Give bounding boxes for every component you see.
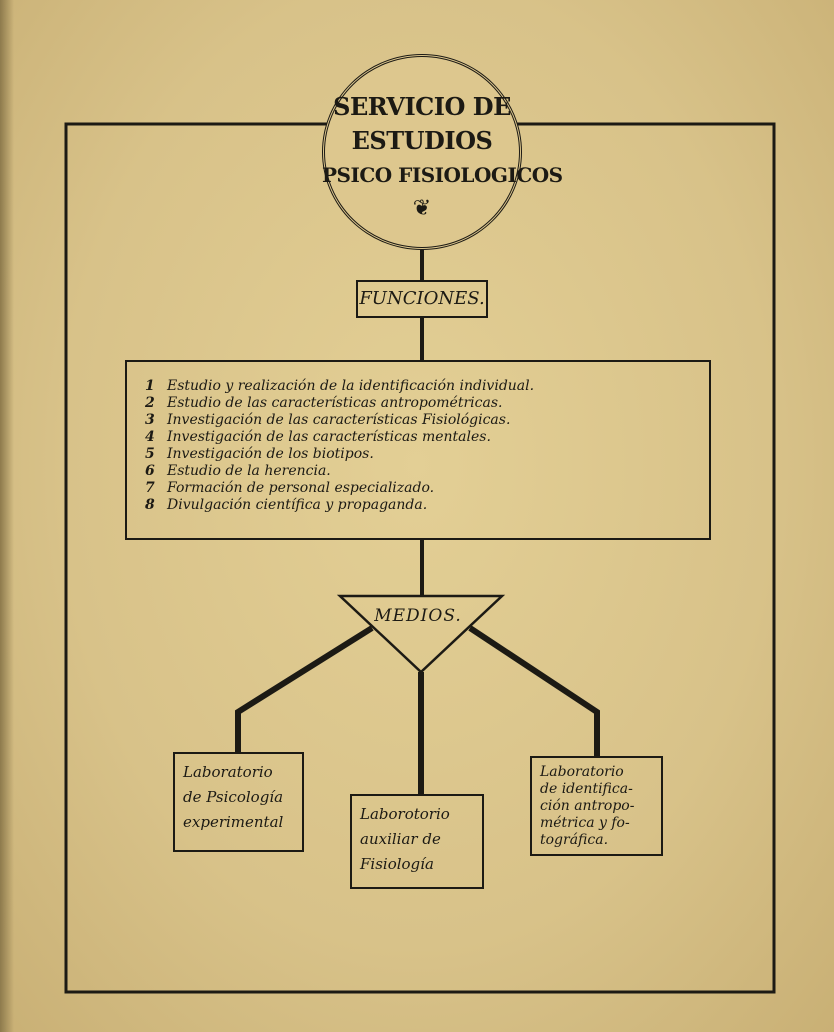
function-item: 1 Estudio y realización de la identificac…: [145, 378, 709, 395]
diagram-title: SERVICIO DE ESTUDIOS PSICO FISIOLOGICOS: [322, 90, 563, 192]
function-number: 3: [145, 412, 155, 428]
lab-text-line: auxiliar de: [360, 830, 441, 848]
lab-text-line: de Psicología: [183, 788, 284, 806]
connector-medios-lab1: [235, 625, 374, 752]
title-line-3: PSICO FISIOLOGICOS: [322, 163, 563, 187]
lab-psicologia-box: Laboratorio de Psicología experimental: [173, 752, 304, 852]
function-number: 2: [145, 395, 155, 411]
functions-list-box: 1 Estudio y realización de la identificac…: [125, 360, 711, 540]
medios-triangle: [336, 594, 506, 674]
function-number: 1: [145, 378, 155, 394]
function-item: 8 Divulgación científica y propaganda.: [145, 497, 709, 514]
function-text: Formación de personal especializado.: [167, 480, 435, 496]
function-text: Estudio de las características antropomé…: [167, 395, 503, 411]
function-text: Investigación de las características Fis…: [167, 412, 511, 428]
function-number: 4: [145, 429, 155, 445]
ornament-icon: ❦: [412, 196, 432, 221]
function-text: Estudio de la herencia.: [167, 463, 331, 479]
title-line-1: SERVICIO DE: [333, 92, 511, 121]
lab-text-line: Laboratorio: [183, 763, 273, 781]
function-item: 7 Formación de personal especializado.: [145, 480, 709, 497]
lab-text-line: Laborotorio: [360, 805, 450, 823]
title-circle: [322, 54, 522, 250]
function-number: 5: [145, 446, 155, 462]
lab-fisiologia-box: Laborotorio auxiliar de Fisiología: [350, 794, 484, 889]
page-edge-shadow: [0, 0, 14, 1032]
lab-text-line: de identifica-: [540, 781, 633, 797]
function-text: Investigación de los biotipos.: [167, 446, 374, 462]
function-item: 4 Investigación de las características me…: [145, 429, 709, 446]
function-item: 6 Estudio de la herencia.: [145, 463, 709, 480]
lab-text-line: Fisiología: [360, 855, 434, 873]
lab-text-line: tográfica.: [540, 832, 609, 848]
lab-text-line: experimental: [183, 813, 284, 831]
function-item: 3 Investigación de las características Fi…: [145, 412, 709, 429]
funciones-box: FUNCIONES.: [356, 280, 488, 318]
lab-text-line: métrica y fo-: [540, 815, 630, 831]
lab-text-line: ción antropo-: [540, 798, 635, 814]
connector-medios-lab3: [468, 625, 600, 756]
function-number: 6: [145, 463, 155, 479]
function-text: Investigación de las características men…: [167, 429, 491, 445]
title-line-2: ESTUDIOS: [351, 126, 493, 155]
function-text: Divulgación científica y propaganda.: [167, 497, 428, 513]
function-number: 8: [145, 497, 155, 513]
medios-label: MEDIOS.: [374, 606, 462, 626]
function-number: 7: [145, 480, 155, 496]
function-text: Estudio y realización de la identificaci…: [167, 378, 535, 394]
lab-text-line: Laboratorio: [540, 764, 624, 780]
function-item: 5 Investigación de los biotipos.: [145, 446, 709, 463]
function-item: 2 Estudio de las características antropom…: [145, 395, 709, 412]
